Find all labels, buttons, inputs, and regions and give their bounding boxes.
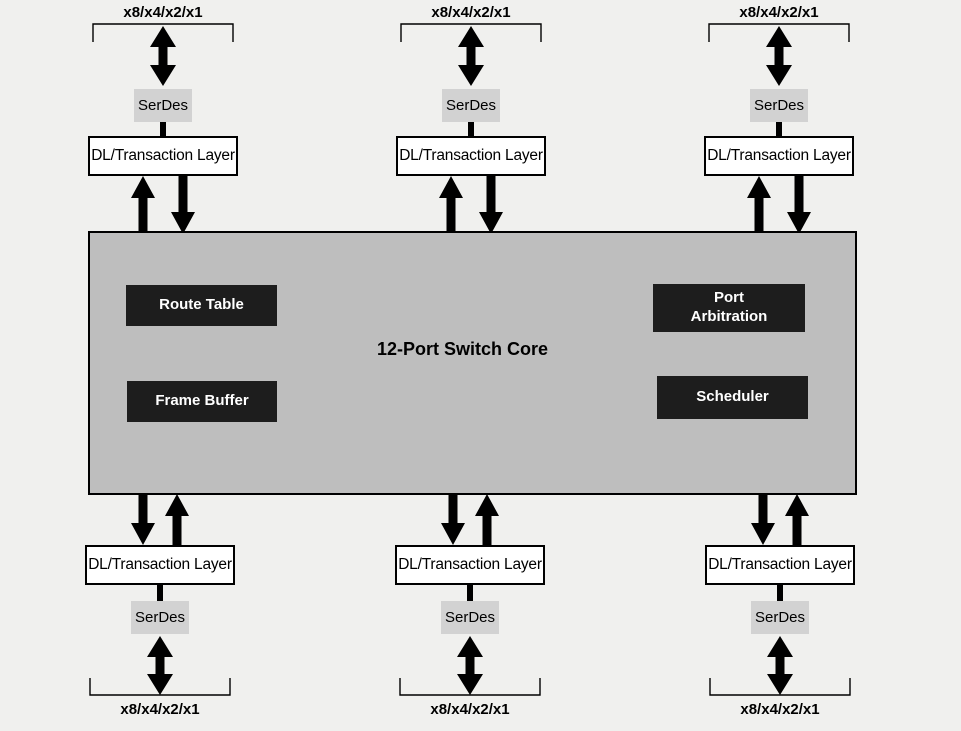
lane-bracket-bottom-1 (89, 678, 231, 696)
serdes-box-bottom-1: SerDes (131, 601, 189, 634)
serdes-box-bottom-3: SerDes (751, 601, 809, 634)
up-arrow-bottom-1 (165, 494, 189, 546)
lane-label-top-2: x8/x4/x2/x1 (431, 4, 511, 21)
down-arrow-top-3 (787, 176, 811, 234)
down-arrow-bottom-3 (751, 494, 775, 545)
down-arrow-bottom-2 (441, 494, 465, 545)
lane-label-top-3: x8/x4/x2/x1 (739, 4, 819, 21)
frame-buffer-block: Frame Buffer (127, 381, 277, 422)
lane-label-top-1: x8/x4/x2/x1 (123, 4, 203, 21)
lane-bracket-bottom-3 (709, 678, 851, 696)
bidirectional-arrow-top-1 (150, 26, 176, 86)
dl-transaction-layer-box-bottom-1: DL/Transaction Layer (85, 545, 235, 585)
switch-core-title: 12-Port Switch Core (376, 339, 549, 359)
down-arrow-bottom-1 (131, 494, 155, 545)
port-arbitration-label: Port Arbitration (690, 289, 768, 325)
port-arbitration-block: Port Arbitration (653, 284, 805, 332)
up-arrow-top-3 (747, 176, 771, 234)
lane-label-bottom-2: x8/x4/x2/x1 (430, 701, 510, 718)
bidirectional-arrow-top-2 (458, 26, 484, 86)
dl-transaction-layer-box-bottom-2: DL/Transaction Layer (395, 545, 545, 585)
dl-transaction-layer-box-bottom-3: DL/Transaction Layer (705, 545, 855, 585)
lane-bracket-top-2 (400, 23, 542, 42)
up-arrow-top-2 (439, 176, 463, 234)
up-arrow-bottom-3 (785, 494, 809, 546)
serdes-box-top-3: SerDes (750, 89, 808, 122)
dl-transaction-layer-box-top-1: DL/Transaction Layer (88, 136, 238, 176)
bidirectional-arrow-bottom-2 (457, 636, 483, 695)
down-arrow-top-2 (479, 176, 503, 234)
scheduler-label: Scheduler (696, 388, 769, 406)
serdes-box-top-2: SerDes (442, 89, 500, 122)
dl-transaction-layer-box-top-3: DL/Transaction Layer (704, 136, 854, 176)
lane-bracket-top-3 (708, 23, 850, 42)
serdes-box-bottom-2: SerDes (441, 601, 499, 634)
serdes-connector-top-1 (160, 120, 166, 138)
serdes-box-top-1: SerDes (134, 89, 192, 122)
down-arrow-top-1 (171, 176, 195, 234)
lane-label-bottom-3: x8/x4/x2/x1 (740, 701, 820, 718)
serdes-connector-top-2 (468, 120, 474, 138)
frame-buffer-label: Frame Buffer (155, 392, 249, 410)
up-arrow-top-1 (131, 176, 155, 234)
route-table-label: Route Table (159, 296, 244, 314)
dl-transaction-layer-box-top-2: DL/Transaction Layer (396, 136, 546, 176)
bidirectional-arrow-bottom-1 (147, 636, 173, 695)
route-table-block: Route Table (126, 285, 277, 326)
lane-bracket-top-1 (92, 23, 234, 42)
serdes-connector-bottom-3 (777, 584, 783, 602)
scheduler-block: Scheduler (657, 376, 808, 419)
bidirectional-arrow-top-3 (766, 26, 792, 86)
serdes-connector-bottom-1 (157, 584, 163, 602)
lane-bracket-bottom-2 (399, 678, 541, 696)
up-arrow-bottom-2 (475, 494, 499, 546)
serdes-connector-top-3 (776, 120, 782, 138)
bidirectional-arrow-bottom-3 (767, 636, 793, 695)
lane-label-bottom-1: x8/x4/x2/x1 (120, 701, 200, 718)
switch-core-box (88, 231, 857, 495)
serdes-connector-bottom-2 (467, 584, 473, 602)
